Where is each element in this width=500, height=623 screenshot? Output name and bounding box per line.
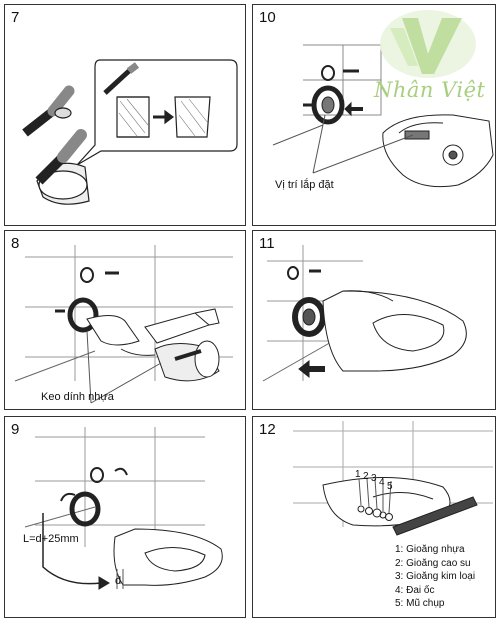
step-7-illustration	[22, 59, 238, 205]
step-10-illustration	[272, 44, 494, 188]
diameter-label: d	[115, 575, 122, 587]
legend-item: 3: Gioăng kim loại	[395, 571, 476, 582]
step-number: 10	[259, 9, 276, 26]
step-9-illustration	[24, 427, 223, 590]
step-8-panel: 8 Keo dính nhựa	[4, 230, 246, 410]
legend-item: 5: Mũ chụp	[395, 598, 445, 609]
step-number: 7	[11, 9, 20, 26]
step-8-illustration	[14, 245, 233, 404]
step-12-illustration	[293, 421, 493, 536]
legend-item: 1: Gioăng nhựa	[395, 544, 465, 555]
step-number: 8	[11, 235, 20, 252]
length-formula-label: L=d+25mm	[23, 533, 79, 545]
callout-3: 3	[371, 473, 377, 484]
step-9-panel: 9 L=d+25mm d	[4, 416, 246, 618]
step-11-illustration	[262, 245, 467, 382]
step-7-panel: 7	[4, 4, 246, 226]
parts-legend: 1: Gioăng nhựa 2: Gioăng cao su 3: Gioăn…	[395, 543, 475, 611]
legend-item: 2: Gioăng cao su	[395, 557, 471, 569]
callout-1: 1	[355, 469, 361, 480]
legend-item: 4: Đai ốc	[395, 584, 435, 596]
step-number: 11	[259, 235, 275, 252]
watermark-text: Nhân Việt	[374, 78, 486, 102]
installation-position-label: Vị trí lắp đặt	[275, 179, 334, 191]
nhan-viet-logo	[380, 10, 476, 78]
plastic-glue-label: Keo dính nhựa	[41, 391, 114, 403]
callout-4: 4	[379, 477, 385, 488]
step-number: 12	[259, 421, 276, 438]
step-12-panel: 12 1 2 3 4 5 1: Gioăng nhựa 2: Gioăng ca…	[252, 416, 496, 618]
step-number: 9	[11, 421, 20, 438]
callout-2: 2	[363, 471, 369, 482]
callout-5: 5	[387, 481, 393, 492]
step-11-panel: 11	[252, 230, 496, 410]
